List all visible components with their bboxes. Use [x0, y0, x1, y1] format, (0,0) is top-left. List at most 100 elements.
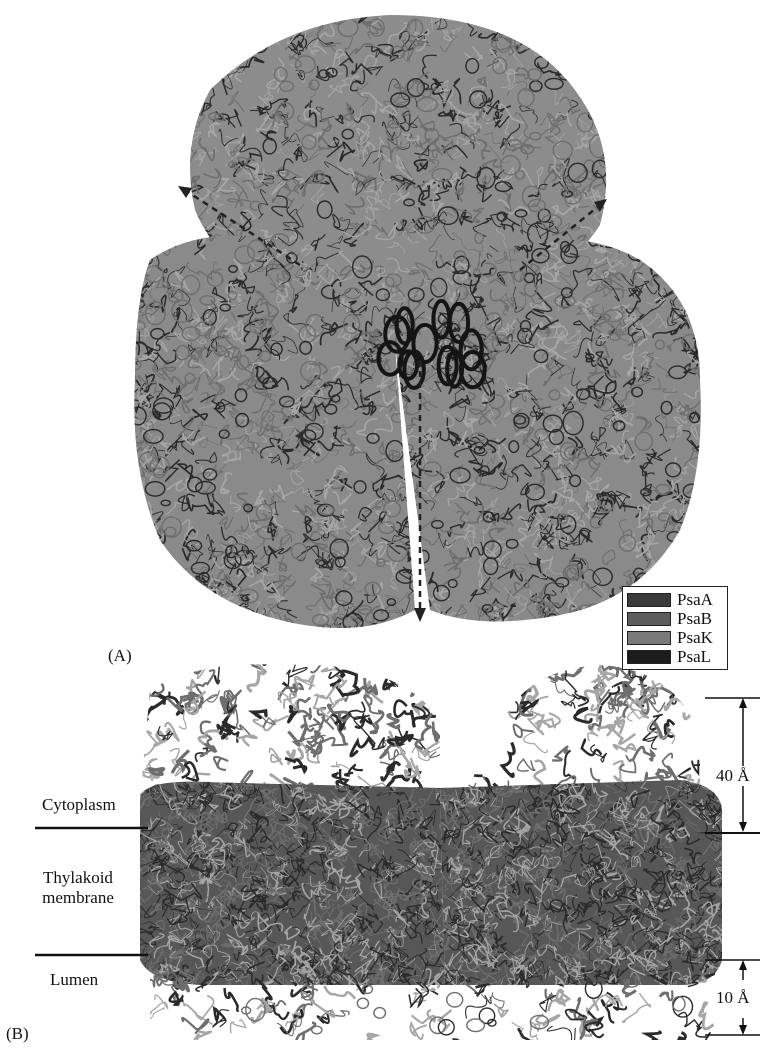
protein-strand [224, 50, 241, 62]
alpha-helix [642, 240, 660, 259]
protein-strand [429, 635, 444, 652]
alpha-helix [174, 89, 189, 101]
protein-strand [176, 49, 192, 61]
protein-strand [230, 634, 253, 647]
legend-label: PsaB [677, 609, 712, 629]
protein-strand [519, 1029, 531, 1053]
protein-strand [645, 732, 660, 749]
protein-strand [377, 983, 406, 1006]
protein-strand [567, 33, 589, 45]
protein-strand [604, 33, 627, 59]
alpha-helix [141, 590, 152, 602]
protein-strand [230, 46, 247, 56]
protein-strand [207, 596, 220, 608]
protein-strand [141, 224, 162, 233]
alpha-helix [584, 608, 593, 614]
protein-strand [415, 667, 435, 684]
protein-strand [508, 681, 525, 696]
alpha-helix [296, 630, 306, 637]
alpha-helix [696, 496, 705, 507]
alpha-helix [184, 619, 196, 627]
alpha-helix [209, 44, 220, 51]
protein-strand [167, 191, 178, 201]
alpha-helix [144, 250, 155, 259]
protein-strand [530, 14, 543, 34]
protein-strand [634, 238, 647, 248]
protein-strand [90, 512, 124, 527]
protein-strand [271, 633, 286, 645]
protein-strand [378, 638, 391, 652]
protein-strand [144, 244, 158, 253]
protein-strand [721, 869, 729, 881]
protein-strand [684, 710, 706, 718]
protein-strand [695, 704, 722, 716]
protein-strand [179, 90, 189, 98]
protein-strand [174, 619, 186, 632]
protein-strand [383, 667, 392, 689]
protein-strand [117, 347, 137, 356]
protein-strand [430, 771, 442, 786]
protein-strand [606, 7, 627, 31]
protein-strand [169, 144, 183, 162]
protein-strand [289, 664, 307, 677]
legend-label: PsaL [677, 647, 711, 667]
alpha-helix [348, 631, 358, 641]
protein-strand [211, 41, 226, 56]
protein-strand [215, 622, 228, 638]
protein-strand [110, 427, 122, 439]
protein-strand [670, 269, 682, 283]
protein-strand [121, 363, 132, 386]
protein-strand [164, 613, 178, 636]
protein-strand [584, 32, 608, 46]
protein-strand [214, 757, 228, 770]
protein-strand [163, 595, 181, 618]
protein-strand [204, 59, 216, 78]
protein-strand [200, 655, 213, 667]
protein-strand [324, 986, 355, 999]
protein-strand [124, 854, 140, 862]
protein-strand [655, 213, 667, 238]
protein-strand [534, 761, 544, 785]
protein-strand [479, 664, 495, 684]
protein-strand [236, 736, 256, 746]
protein-strand [124, 544, 138, 563]
protein-strand [335, 4, 349, 17]
protein-strand [176, 637, 190, 648]
protein-strand [191, 44, 204, 57]
alpha-helix [357, 998, 368, 1008]
protein-strand [425, 661, 449, 676]
protein-strand [692, 536, 711, 550]
protein-strand [358, 640, 367, 652]
protein-strand [183, 75, 204, 85]
protein-strand [230, 620, 241, 628]
protein-strand [592, 619, 605, 637]
protein-strand [241, 7, 252, 28]
scale-40-label: 40 Å [714, 766, 752, 786]
protein-strand [620, 100, 637, 119]
protein-strand [142, 225, 153, 243]
protein-strand [288, 725, 306, 745]
protein-strand [627, 229, 642, 241]
alpha-helix [180, 234, 190, 242]
protein-strand [113, 776, 140, 790]
protein-strand [652, 566, 664, 586]
protein-strand [411, 680, 424, 696]
alpha-helix [600, 75, 609, 82]
protein-strand [182, 1018, 208, 1034]
legend-item-psal: PsaL [627, 647, 723, 666]
protein-strand [284, 622, 297, 644]
protein-strand [546, 674, 564, 681]
protein-strand [165, 590, 189, 600]
protein-strand [166, 13, 186, 36]
protein-strand [620, 18, 634, 29]
alpha-helix [613, 151, 628, 167]
protein-strand [179, 6, 199, 19]
protein-strand [229, 603, 239, 628]
protein-strand [160, 596, 175, 610]
protein-strand [176, 626, 192, 635]
protein-strand [230, 1020, 245, 1033]
protein-strand [166, 155, 176, 173]
protein-strand [279, 633, 289, 646]
protein-strand [119, 830, 137, 856]
lumen-label: Lumen [50, 970, 98, 990]
